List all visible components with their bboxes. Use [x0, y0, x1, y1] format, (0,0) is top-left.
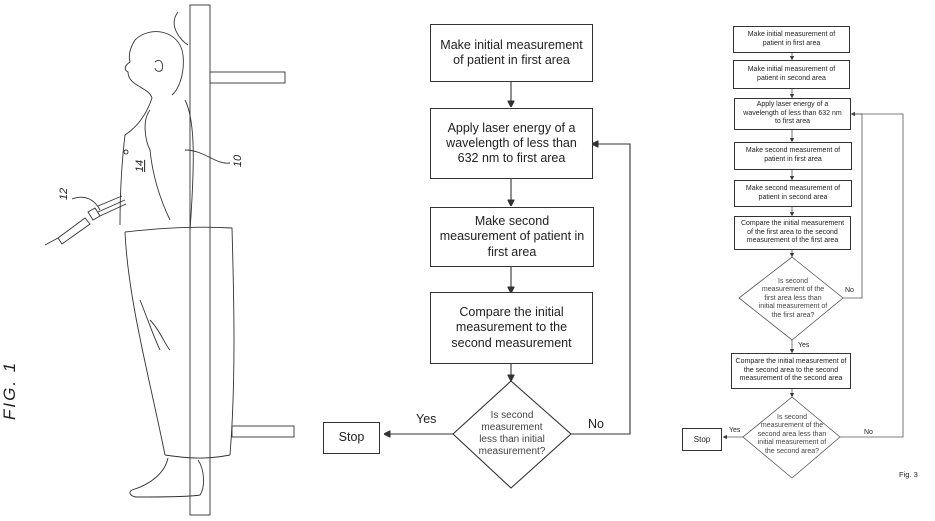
- decision-right-2-shape: [742, 396, 841, 479]
- left-yes-label: Yes: [416, 412, 437, 426]
- right-step-apply-laser: Apply laser energy of a wavelength of le…: [734, 98, 851, 130]
- left-step-initial-measurement: Make initial measurement of patient in f…: [430, 24, 593, 82]
- right-decision-1-no: No: [845, 287, 854, 294]
- left-decision-text: Is second measurement less than initial …: [478, 410, 546, 457]
- right-step-compare-first: Compare the initial measurement of the f…: [734, 216, 851, 250]
- decision-left-shape: [452, 380, 572, 489]
- right-decision-1-yes: Yes: [798, 342, 810, 349]
- arrow-no-right-2: [840, 113, 904, 438]
- patient-leader-line: [184, 149, 231, 164]
- device-leader-line: [71, 196, 101, 211]
- left-no-label: No: [588, 417, 604, 431]
- right-step-initial-second: Make initial measurement of patient in s…: [733, 60, 850, 89]
- support-post: [189, 4, 211, 516]
- patient-foot: [129, 457, 204, 498]
- right-stop: Stop: [682, 428, 722, 451]
- patient-drape: [124, 226, 235, 459]
- right-decision-2-no: No: [864, 429, 873, 436]
- laser-device: [44, 195, 127, 246]
- left-step-second-measurement: Make second measurement of patient in fi…: [430, 207, 594, 267]
- right-decision-2-text: Is second measurement of the second area…: [757, 414, 827, 455]
- fig3-label: Fig. 3: [899, 470, 918, 479]
- left-step-apply-laser: Apply laser energy of a wavelength of le…: [430, 108, 593, 179]
- patient-torso: [119, 97, 194, 231]
- support-arm-top: [209, 71, 286, 84]
- patient-head: [124, 11, 189, 99]
- right-step-second-first: Make second measurement of patient in fi…: [734, 142, 852, 170]
- left-stop: Stop: [323, 422, 380, 454]
- left-step-compare: Compare the initial measurement to the s…: [430, 292, 593, 364]
- arrow-no-left: [571, 144, 631, 435]
- right-step-compare-second: Compare the initial measurement of the s…: [731, 353, 851, 389]
- right-decision-2-yes: Yes: [729, 427, 741, 434]
- right-decision-1-text: Is second measurement of the first area …: [758, 278, 828, 319]
- right-step-initial-first: Make initial measurement of patient in f…: [733, 26, 850, 53]
- right-step-second-second: Make second measurement of patient in se…: [734, 180, 852, 207]
